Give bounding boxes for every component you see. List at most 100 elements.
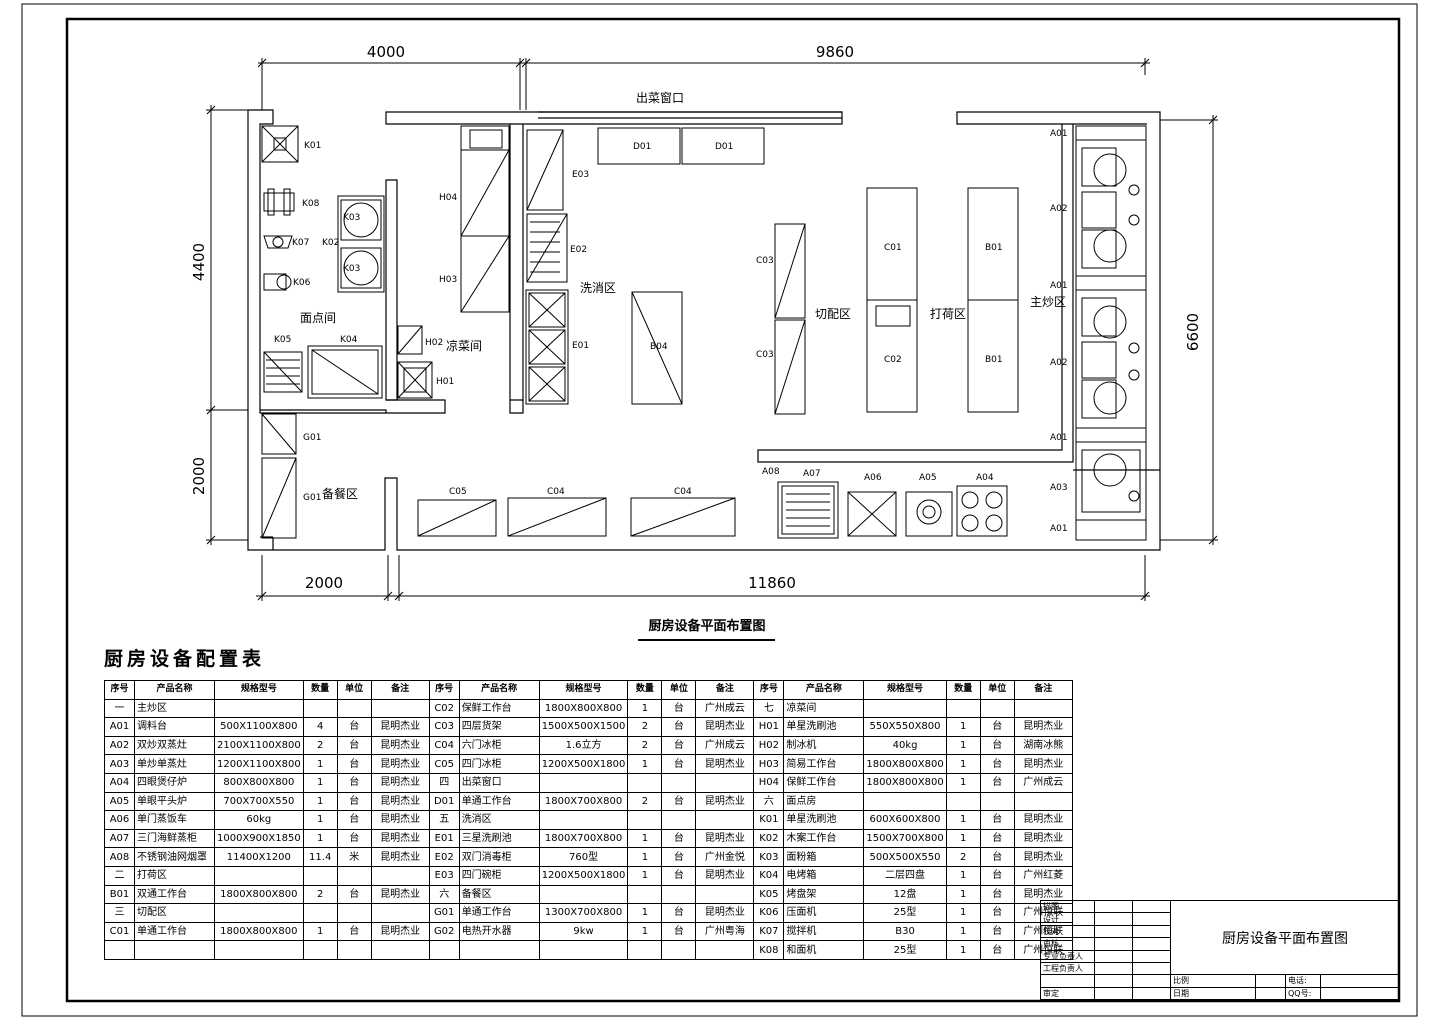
table-header-cell: 备注 (370, 680, 430, 700)
code-a07: A07 (803, 469, 821, 479)
table-header-cell: 规格型号 (538, 680, 629, 700)
table-cell: 1500X500X1500 (538, 717, 629, 737)
tb-qq-label: QQ号: (1285, 986, 1321, 1001)
table-cell (336, 698, 372, 719)
table-cell: K03 (753, 847, 785, 867)
table-cell: 昆明杰业 (695, 717, 755, 737)
table-cell (695, 810, 755, 830)
table-cell: 电烤箱 (783, 865, 865, 886)
table-cell: 广州成云 (695, 735, 755, 756)
zone-plating-area: 打荷区 (930, 307, 966, 321)
tb-role: 设计 (1040, 912, 1095, 926)
table-cell: 台 (979, 810, 1015, 830)
table-cell: A06 (104, 810, 135, 830)
table-cell: 双通工作台 (134, 884, 215, 905)
code-d01-a: D01 (633, 142, 651, 152)
table-cell: 昆明杰业 (370, 828, 430, 849)
table-header-row: 序号产品名称规格型号数量单位备注序号产品名称规格型号数量单位备注序号产品名称规格… (104, 680, 1073, 700)
table-cell: 昆明杰业 (1013, 717, 1073, 737)
table-cell: B01 (104, 884, 135, 905)
code-d01-b: D01 (715, 142, 733, 152)
table-cell: K05 (753, 884, 785, 905)
zone-wash-area: 洗消区 (580, 281, 616, 295)
table-cell: 打荷区 (134, 865, 215, 886)
table-cell (979, 791, 1015, 812)
table-header-cell: 数量 (945, 680, 981, 700)
dim-top-left: 4000 (367, 43, 405, 61)
table-cell: 昆明杰业 (370, 735, 430, 756)
table-cell: 1 (945, 717, 981, 737)
zone-prep-area: 备餐区 (322, 486, 358, 501)
code-k05: K05 (274, 335, 291, 345)
zone-main-fry-area: 主炒区 (1030, 295, 1066, 309)
table-cell: 三星洗刷池 (458, 828, 540, 849)
table-cell (302, 903, 338, 923)
table-cell: 1 (945, 810, 981, 830)
table-cell: H03 (753, 754, 785, 774)
table-cell: 1800X700X800 (538, 791, 629, 812)
table-cell: 1 (945, 884, 981, 905)
code-a05: A05 (919, 473, 937, 483)
table-cell (1013, 698, 1073, 719)
code-k04: K04 (340, 335, 358, 345)
table-cell: 1800X800X800 (863, 754, 947, 774)
table-cell: 广州金悦 (695, 847, 755, 867)
code-k01: K01 (304, 141, 321, 151)
code-g01-a: G01 (303, 433, 321, 443)
table-cell: 1300X700X800 (538, 903, 629, 923)
table-cell: A08 (104, 847, 135, 867)
table-cell: 1 (302, 791, 338, 812)
code-h04: H04 (439, 193, 457, 203)
table-cell: 1 (945, 903, 981, 923)
walls (247, 109, 1161, 551)
table-cell (428, 940, 460, 960)
table-cell (661, 940, 697, 960)
zone-cutting-area: 切配区 (815, 307, 851, 321)
table-cell: 1 (302, 828, 338, 849)
code-a02-b: A02 (1050, 358, 1068, 368)
table-cell: 广州红菱 (1013, 865, 1073, 886)
table-cell: 台 (336, 810, 372, 830)
table-cell: 1800X800X800 (863, 772, 947, 793)
table-cell: 1 (627, 847, 663, 867)
table-cell (214, 940, 304, 960)
table-cell: 台 (336, 921, 372, 942)
table-cell: 广州粤海 (695, 921, 755, 942)
table-cell: 500X500X550 (863, 847, 947, 867)
table-cell: 四 (428, 772, 460, 793)
code-k03-b: K03 (343, 264, 360, 274)
table-cell: C05 (428, 754, 460, 774)
tb-role: 工程负责人 (1040, 961, 1095, 976)
table-cell: 9kw (538, 921, 629, 942)
table-cell: 11400X1200 (214, 847, 304, 867)
code-c04-a: C04 (547, 487, 565, 497)
table-cell: 搅拌机 (783, 921, 865, 942)
table-cell (370, 903, 430, 923)
table-cell: K08 (753, 940, 785, 960)
table-cell: 550X550X800 (863, 717, 947, 737)
table-cell: 昆明杰业 (370, 717, 430, 737)
table-cell: 双炒双蒸灶 (134, 735, 215, 756)
table-cell (661, 810, 697, 830)
table-cell: 1 (627, 921, 663, 942)
title-block: 描图厨房设备平面布置图 设计 校对 审核 专业负责人 工程负责人 比例电话: 审… (1040, 899, 1400, 1001)
table-cell: C01 (104, 921, 135, 942)
table-cell: 台 (979, 754, 1015, 774)
code-a06: A06 (864, 473, 882, 483)
table-cell: 台 (661, 754, 697, 774)
table-cell: 2 (627, 717, 663, 737)
table-header-cell: 规格型号 (863, 680, 947, 700)
table-cell: 二层四盘 (863, 865, 947, 886)
table-cell: 六门冰柜 (458, 735, 540, 756)
tb-phone-label: 电话: (1285, 974, 1321, 988)
table-cell: 单眼平头炉 (134, 791, 215, 812)
table-cell: 1.6立方 (538, 735, 629, 756)
table-header-cell: 产品名称 (783, 680, 865, 700)
table-cell: 1800X800X800 (214, 921, 304, 942)
table-cell (627, 772, 663, 793)
